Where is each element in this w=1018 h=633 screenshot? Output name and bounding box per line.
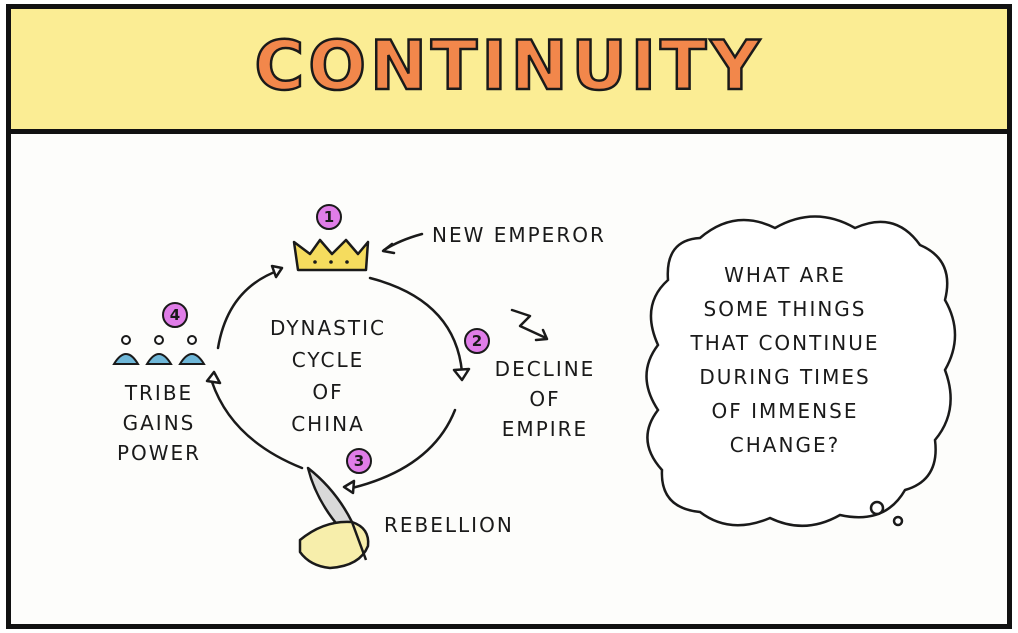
step-2-badge: 2 <box>464 328 490 354</box>
decline-of-empire-label: DECLINE OF EMPIRE <box>494 357 596 441</box>
cycle-arrow-3-to-4 <box>210 380 304 470</box>
knife-hand-icon <box>298 466 370 570</box>
tribe-people-icon <box>112 335 206 365</box>
cycle-arrow-2-to-3 <box>350 408 457 490</box>
step-3-badge: 3 <box>346 448 372 474</box>
page-title: CONTINUITY <box>253 26 764 108</box>
cycle-arrow-1-to-2 <box>368 276 464 374</box>
thought-question: WHAT ARE SOME THINGS THAT CONTINUE DURIN… <box>690 263 880 457</box>
tribe-gains-power-label: TRIBE GAINS POWER <box>116 381 202 465</box>
crown-icon <box>292 238 370 272</box>
step-4-badge: 4 <box>162 302 188 328</box>
title-banner: CONTINUITY <box>11 9 1007 134</box>
step-1-badge: 1 <box>316 204 342 230</box>
lightning-arrow-icon <box>510 308 548 340</box>
new-emperor-pointer <box>382 232 424 252</box>
new-emperor-label: NEW EMPEROR <box>432 223 606 247</box>
rebellion-label: REBELLION <box>384 513 514 537</box>
cycle-arrow-4-to-1 <box>216 268 282 350</box>
cycle-center-label: DYNASTIC CYCLE OF CHINA <box>270 316 386 436</box>
thought-bubble <box>645 215 957 528</box>
